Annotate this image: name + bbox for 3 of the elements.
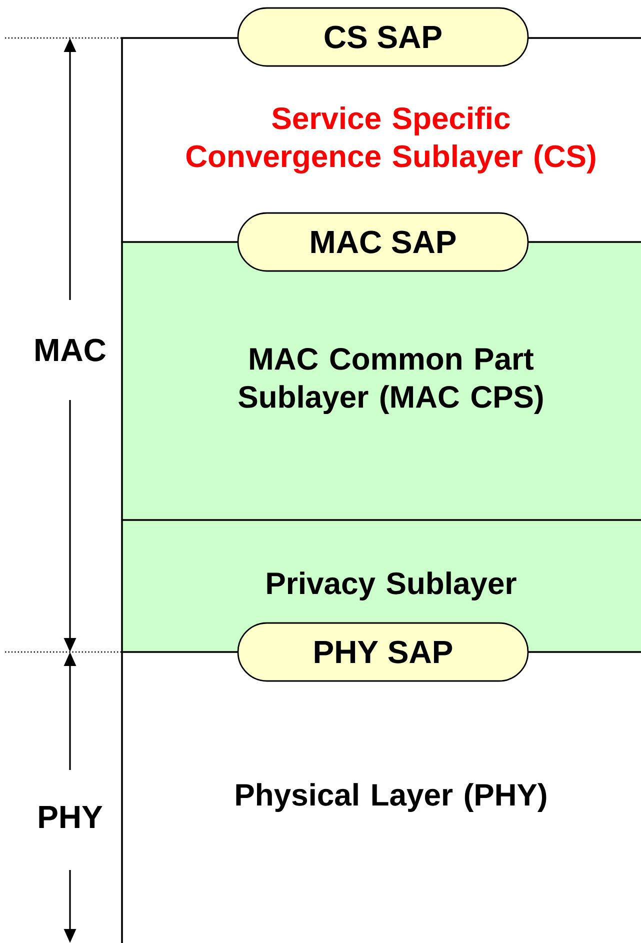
sap-pill: CS SAP: [237, 7, 529, 67]
sap-pill: MAC SAP: [237, 212, 529, 272]
sap-pill: PHY SAP: [237, 622, 529, 682]
